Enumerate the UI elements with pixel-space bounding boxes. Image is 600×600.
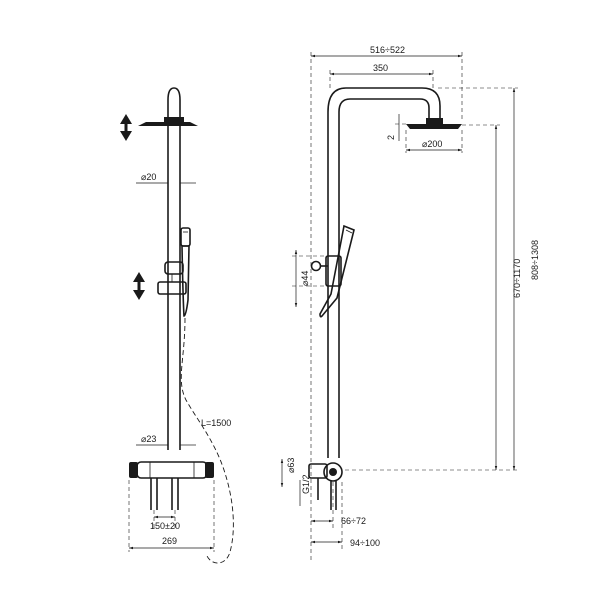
- side-arm-reach: 516÷522: [370, 45, 405, 55]
- side-view: 516÷522 350 2 ⌀200 ⌀44: [280, 45, 540, 560]
- side-height-adjust: 670÷1170: [512, 259, 522, 298]
- front-head-cap: [164, 117, 184, 123]
- side-head-thickness: 2: [386, 135, 396, 140]
- front-mixer-knob-right: [205, 462, 214, 478]
- front-arm-curve: [167, 87, 181, 124]
- front-mixer-knob-left: [129, 462, 138, 478]
- side-mixer-body: [323, 462, 343, 482]
- side-arm-inner: [338, 98, 430, 118]
- side-arm-outer: [327, 87, 441, 118]
- front-center-distance: 150±20: [150, 521, 180, 531]
- side-mixer-core: [329, 468, 337, 476]
- side-total-height: 808÷1308: [530, 240, 540, 280]
- side-hand-shower-face: [345, 229, 353, 234]
- front-hose-length: L=1500: [201, 418, 231, 428]
- front-hand-shower-head: [180, 227, 191, 247]
- side-knob-diameter: ⌀63: [286, 458, 296, 473]
- front-bar-diameter: ⌀23: [141, 434, 156, 444]
- side-shower-head: [406, 124, 462, 129]
- front-overall-width: 269: [162, 536, 177, 546]
- side-holder-clamp: [325, 255, 342, 287]
- front-hose: [180, 317, 234, 564]
- up-down-arrow-icon: [133, 272, 145, 300]
- side-wall-offset: 66÷72: [341, 516, 366, 526]
- front-pipe-diameter: ⌀20: [141, 172, 156, 182]
- front-holder-body: [157, 281, 187, 295]
- front-view: ⌀20 L=1500 ⌀23 150±20: [120, 87, 234, 564]
- side-hand-shower: [319, 224, 355, 318]
- up-down-arrow-icon: [120, 114, 132, 141]
- side-holder-diameter: ⌀44: [300, 271, 310, 286]
- front-mixer-bar: [136, 461, 208, 479]
- side-head-cap: [426, 118, 443, 125]
- side-head-diameter: ⌀200: [422, 139, 442, 149]
- side-holder-knob: [310, 260, 322, 272]
- side-arm-length: 350: [373, 63, 388, 73]
- front-hand-shower-handle: [181, 245, 190, 317]
- side-projection: 94÷100: [350, 538, 380, 548]
- side-thread: G1/2: [301, 474, 311, 494]
